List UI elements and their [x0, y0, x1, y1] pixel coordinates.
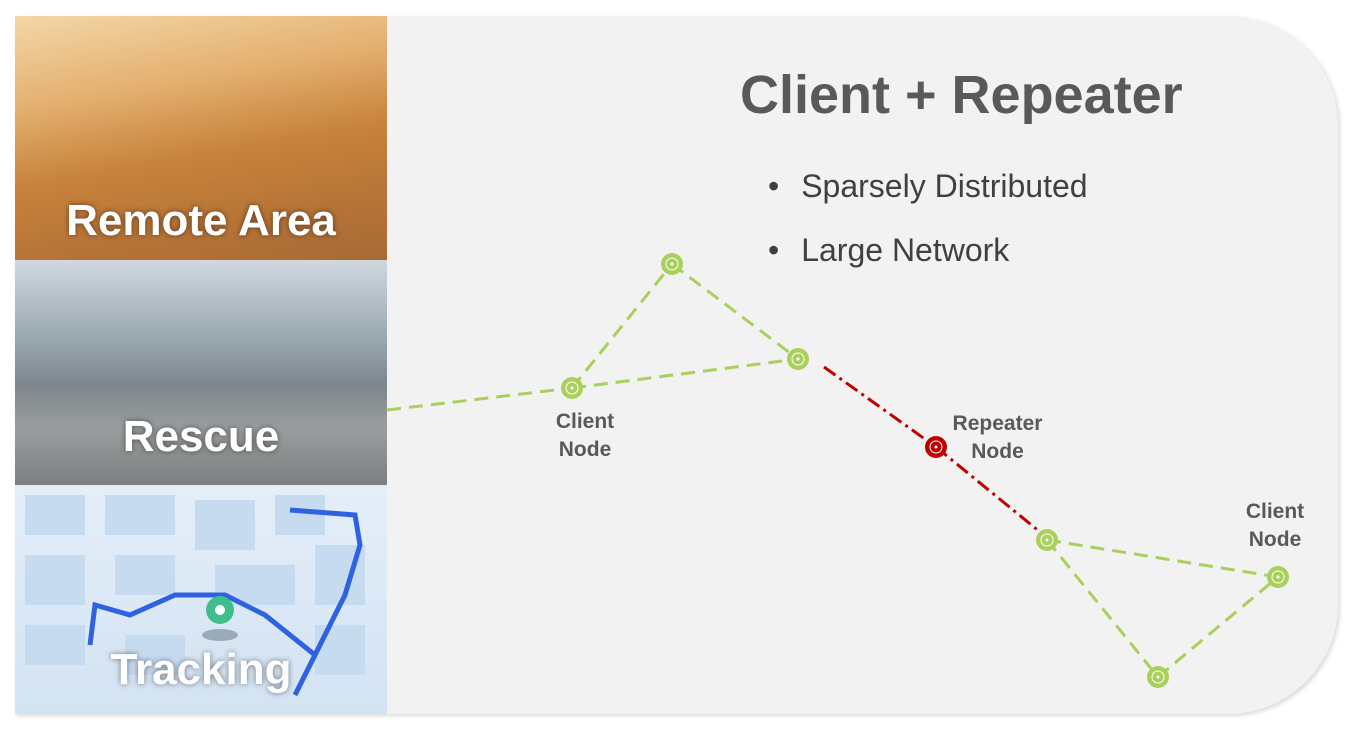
- client-node-icon: [1036, 529, 1058, 551]
- client-node-icon: [661, 253, 683, 275]
- client-node-label-right: Client Node: [1245, 500, 1305, 551]
- link-edge: [571, 357, 799, 390]
- client-node-icon: [561, 377, 583, 399]
- client-node-label-left: Client Node: [555, 410, 615, 461]
- tracking-image: Tracking: [15, 485, 387, 714]
- link-edge: [1157, 575, 1279, 679]
- repeater-link: [935, 445, 1041, 534]
- tracking-caption: Tracking: [110, 645, 292, 694]
- client-node-icon: [1267, 566, 1289, 588]
- bullet-item: Sparsely Distributed: [768, 168, 1087, 232]
- remote-area-image: Remote Area: [15, 16, 387, 260]
- repeater-node-icon: [925, 436, 947, 458]
- rescue-image: Rescue: [15, 260, 387, 485]
- rescue-caption: Rescue: [122, 412, 280, 461]
- slide-title: Client + Repeater: [740, 65, 1183, 125]
- client-node-icon: [1147, 666, 1169, 688]
- link-edge: [1045, 539, 1160, 678]
- client-node-icon: [787, 348, 809, 370]
- map-illustration: [25, 495, 365, 697]
- link-edge: [1046, 538, 1279, 579]
- link-edge: [570, 263, 674, 389]
- bullet-item: Large Network: [768, 232, 1088, 296]
- client-nodes: [561, 253, 1289, 688]
- repeater-node-label: Repeater Node: [952, 412, 1043, 463]
- repeater-link: [823, 365, 937, 449]
- bullet-list: Sparsely Distributed Large Network: [768, 168, 1088, 296]
- link-edge: [671, 262, 799, 361]
- remote-area-caption: Remote Area: [66, 196, 336, 245]
- link-edge: [386, 386, 573, 412]
- location-pin-icon: [202, 596, 238, 641]
